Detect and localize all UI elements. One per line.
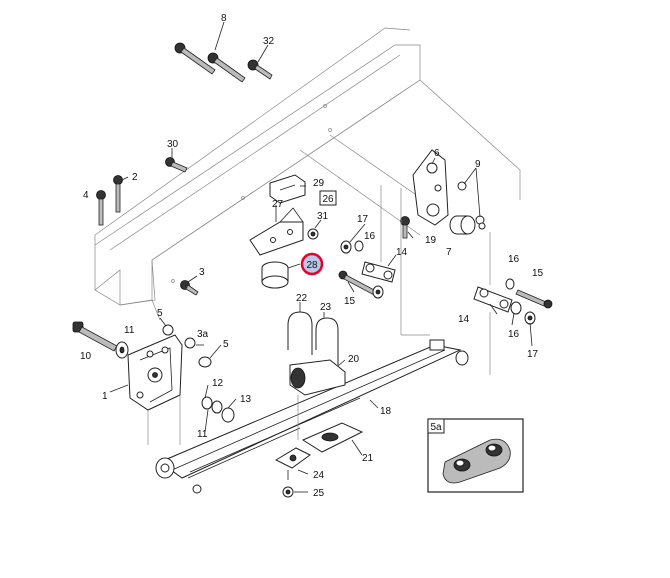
callout-22: 22 bbox=[296, 293, 308, 304]
callout-32: 32 bbox=[263, 36, 275, 47]
shackle-14a bbox=[361, 261, 396, 283]
callout-21: 21 bbox=[362, 453, 374, 464]
boxed-callout-26: 26 bbox=[319, 190, 337, 206]
leaf-spring bbox=[155, 339, 469, 479]
rear-spring-bracket bbox=[412, 149, 449, 226]
callout-8: 8 bbox=[221, 13, 227, 24]
callout-11a: 11 bbox=[124, 325, 135, 336]
callout-16c: 16 bbox=[508, 329, 520, 340]
callout-5a: 5 bbox=[157, 308, 163, 319]
highlighted-callout-28[interactable]: 28 bbox=[300, 252, 324, 276]
callout-5b: 5 bbox=[223, 339, 229, 350]
callout-27: 27 bbox=[272, 199, 284, 210]
callout-6: 6 bbox=[434, 148, 440, 159]
washer-10 bbox=[115, 341, 129, 359]
callout-12: 12 bbox=[212, 378, 224, 389]
callout-14b: 14 bbox=[458, 314, 470, 325]
callout-18: 18 bbox=[380, 406, 392, 417]
bolt-15b bbox=[515, 289, 553, 309]
callout-31: 31 bbox=[317, 211, 329, 222]
leader-lines bbox=[109, 21, 533, 493]
clamp-24 bbox=[274, 447, 311, 480]
callout-11b: 11 bbox=[197, 429, 208, 440]
bolt-30 bbox=[165, 157, 188, 173]
bolt-10 bbox=[72, 321, 118, 352]
callout-24: 24 bbox=[313, 470, 325, 481]
callout-25: 25 bbox=[313, 488, 325, 499]
callout-3a: 3a bbox=[197, 329, 209, 340]
callout-14a: 14 bbox=[396, 247, 408, 258]
nut-31 bbox=[307, 228, 319, 240]
bushing-plate-5a bbox=[442, 438, 511, 484]
callout-labels: 8 32 30 4 2 29 27 31 6 9 17 16 19 14 7 3… bbox=[80, 13, 544, 499]
callout-23: 23 bbox=[320, 302, 332, 313]
callout-4: 4 bbox=[83, 190, 89, 201]
rubber-bump-stop-28 bbox=[261, 261, 289, 289]
callout-7: 7 bbox=[446, 247, 452, 258]
bolt-2 bbox=[113, 175, 123, 213]
callout-9: 9 bbox=[475, 159, 481, 170]
bolt-3 bbox=[180, 280, 199, 296]
inset-5a: 5a bbox=[427, 418, 524, 493]
front-spring-hanger bbox=[127, 334, 183, 411]
callout-17a: 17 bbox=[357, 214, 369, 225]
bushing-7 bbox=[449, 215, 476, 235]
callout-19: 19 bbox=[425, 235, 437, 246]
bolts-8 bbox=[174, 42, 246, 83]
callout-10: 10 bbox=[80, 351, 92, 362]
bolt-4 bbox=[96, 190, 106, 226]
callout-13: 13 bbox=[240, 394, 252, 405]
callout-28: 28 bbox=[306, 260, 318, 271]
callout-15b: 15 bbox=[532, 268, 544, 279]
nut-25 bbox=[282, 486, 294, 498]
shackle-14b bbox=[473, 286, 513, 313]
bump-stop-29 bbox=[269, 174, 306, 204]
callout-2: 2 bbox=[132, 172, 138, 183]
axle-spacer-20 bbox=[289, 359, 346, 396]
inset-label: 5a bbox=[430, 422, 442, 433]
washers-16-17 bbox=[340, 181, 536, 325]
callout-29: 29 bbox=[313, 178, 325, 189]
callout-26: 26 bbox=[322, 194, 334, 205]
callout-20: 20 bbox=[348, 354, 360, 365]
bolt-19 bbox=[400, 216, 410, 239]
frame-rail bbox=[94, 27, 521, 321]
callout-1: 1 bbox=[102, 391, 108, 402]
callout-30: 30 bbox=[167, 139, 179, 150]
u-bolt-plate-21 bbox=[301, 422, 364, 453]
callout-15a: 15 bbox=[344, 296, 356, 307]
u-bolts bbox=[287, 311, 339, 365]
callout-17b: 17 bbox=[527, 349, 539, 360]
callout-3: 3 bbox=[199, 267, 205, 278]
callout-16b: 16 bbox=[508, 254, 520, 265]
bushings-5-11-12-13 bbox=[162, 324, 235, 494]
bolt-32 bbox=[247, 59, 273, 80]
callout-16a: 16 bbox=[364, 231, 376, 242]
bump-stop-bracket bbox=[249, 207, 304, 256]
